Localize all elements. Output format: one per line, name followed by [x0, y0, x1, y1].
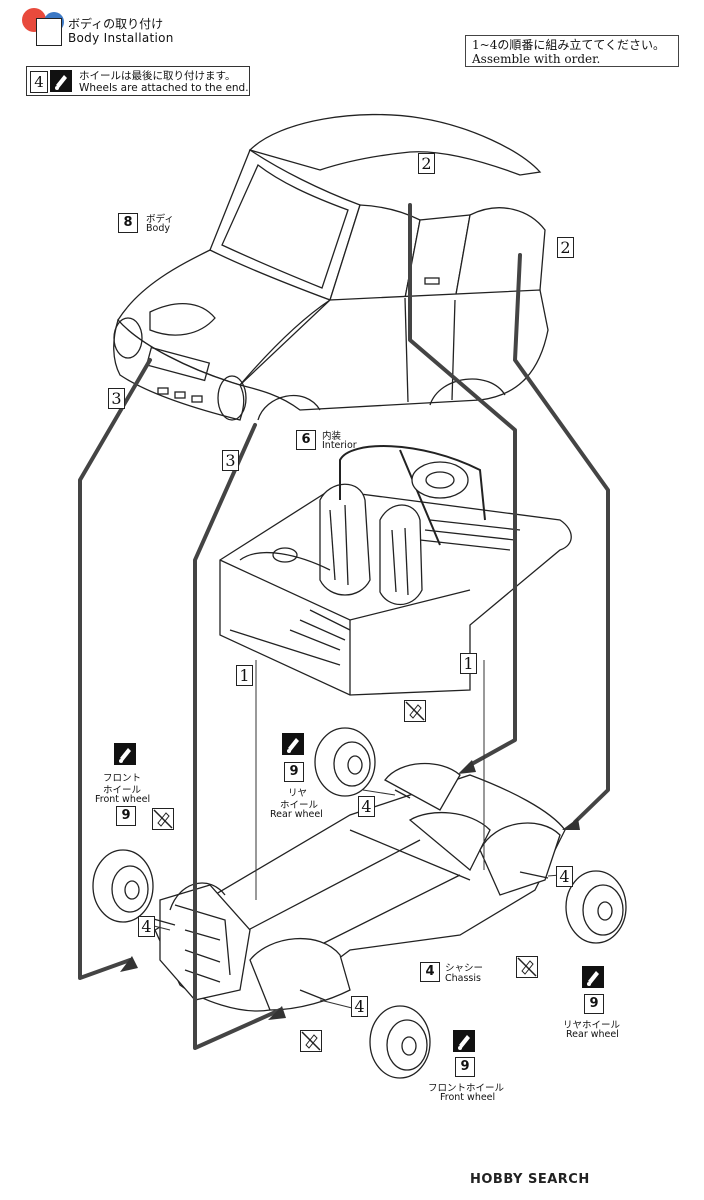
part-number-front-wheel-bottom: 9 [455, 1057, 475, 1077]
front-wheel-left-en: Front wheel [95, 794, 151, 805]
order-label-4-front-bottom: 4 [351, 996, 368, 1017]
part-number-rear-wheel-left: 9 [284, 762, 304, 782]
order-label-2-right: 2 [557, 237, 574, 258]
body-shell [113, 113, 549, 421]
cement-tube-icon [282, 733, 304, 755]
order-label-2-top: 2 [418, 153, 435, 174]
front-wheel-left-jp2: ホイール [103, 785, 142, 796]
wheel-note-step: 4 [30, 71, 48, 93]
assembly-order-note: 1~4の順番に組み立ててください。 Assemble with order. [465, 35, 679, 67]
rear-wheel-left-jp2: ホイール [280, 800, 319, 811]
order-label-1-left: 1 [236, 665, 253, 686]
part-label-interior-jp: 内装 [322, 431, 342, 442]
order-label-1-right: 1 [460, 653, 477, 674]
order-label-4-front-left: 4 [138, 916, 155, 937]
rear-wheel-left-jp1: リヤ [288, 788, 308, 799]
step-title-en: Body Installation [68, 31, 174, 45]
rear-wheel-right-jp: リヤホイール [563, 1020, 621, 1031]
rear-wheel-right-en: Rear wheel [566, 1029, 619, 1040]
order-label-4-rear-left: 4 [358, 796, 375, 817]
footer-brand: HOBBY SEARCH [470, 1172, 590, 1187]
step-title-jp: ボディの取り付け [68, 17, 164, 31]
no-cement-icon [300, 1030, 322, 1052]
part-number-rear-wheel-right: 9 [584, 994, 604, 1014]
order-label-4-rear-right: 4 [556, 866, 573, 887]
part-number-front-wheel-left: 9 [116, 806, 136, 826]
part-label-chassis-en: Chassis [445, 973, 481, 984]
part-label-body-jp: ボディ [146, 214, 174, 225]
interior-tub [219, 445, 572, 696]
guide-lines [78, 203, 610, 1050]
order-note-en: Assemble with order. [472, 52, 601, 66]
part-number-body: 8 [118, 213, 138, 233]
order-label-3-left: 3 [108, 388, 125, 409]
wheel-front-bottom [369, 1005, 431, 1079]
no-cement-icon [404, 700, 426, 722]
cement-tube-icon [582, 966, 604, 988]
wheel-front-left [92, 849, 154, 923]
part-label-body-en: Body [146, 223, 170, 234]
front-wheel-left-jp1: フロント [103, 773, 142, 784]
front-wheel-bottom-jp: フロントホイール [428, 1083, 505, 1094]
order-label-3-mid: 3 [222, 450, 239, 471]
no-cement-icon [516, 956, 538, 978]
wheel-note-box: 4 ホイールは最後に取り付けます。 Wheels are attached to… [26, 66, 250, 96]
order-note-jp: 1~4の順番に組み立ててください。 [472, 38, 665, 52]
wheel-note-en: Wheels are attached to the end. [79, 82, 249, 94]
cement-tube-icon [50, 70, 72, 92]
cement-tube-icon [453, 1030, 475, 1052]
part-label-interior-en: Interior [322, 440, 357, 451]
step-number-box [36, 18, 62, 46]
rear-wheel-left-en: Rear wheel [270, 809, 323, 820]
wheel-rear-right [565, 870, 627, 944]
part-number-interior: 6 [296, 430, 316, 450]
front-wheel-bottom-en: Front wheel [440, 1092, 496, 1103]
arrow-heads [120, 760, 580, 1020]
cement-tube-icon [114, 743, 136, 765]
wheel-note-jp: ホイールは最後に取り付けます。 [79, 70, 236, 82]
wheel-rear-left [314, 727, 376, 797]
chassis-floor [149, 762, 566, 1012]
part-label-chassis-jp: シャシー [445, 963, 484, 974]
no-cement-icon [152, 808, 174, 830]
part-number-chassis: 4 [420, 962, 440, 982]
